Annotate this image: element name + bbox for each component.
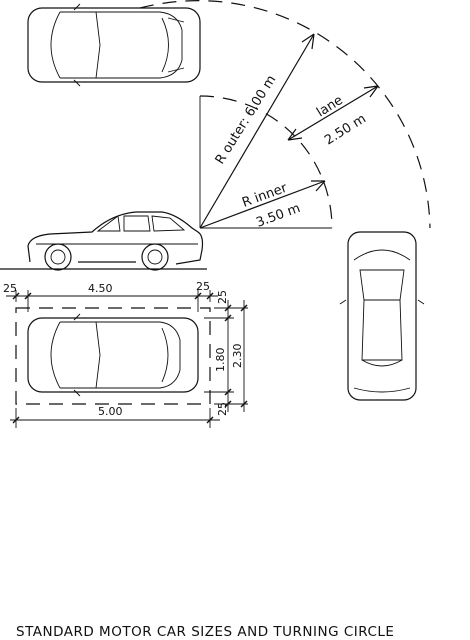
car-side-view [27, 211, 204, 271]
dim-bottom-offset: 25 [216, 402, 229, 416]
inner-radius-arc [199, 95, 333, 229]
dim-vertical [204, 300, 248, 412]
outer-radius-label: R outer: 6.00 m [213, 73, 280, 167]
car-plan-right [339, 231, 425, 401]
parking-bay [15, 307, 211, 405]
lane-arrow [287, 85, 379, 141]
dim-car-width-label: 1.80 [214, 348, 227, 373]
lane-label-line2: 2.50 m [322, 111, 369, 148]
outer-radius-arrow [199, 33, 315, 229]
lane-label-line1: lane [314, 93, 346, 120]
dim-bay-length [10, 408, 220, 428]
dim-right-offset: 25 [196, 280, 210, 293]
dim-car-length-label: 4.50 [88, 282, 113, 295]
outer-radius-arc [139, 0, 431, 229]
dim-bay-length-label: 5.00 [98, 405, 123, 418]
turning-circle [139, 0, 431, 229]
dim-left-offset: 25 [3, 282, 17, 295]
dim-car-length [6, 290, 218, 312]
dim-top-offset: 25 [216, 290, 229, 304]
inner-radius-arrow [199, 180, 326, 229]
bay-outline [15, 307, 211, 405]
car-plan-top-left [27, 3, 201, 87]
dim-bay-width-label: 2.30 [231, 344, 244, 369]
diagram-title: STANDARD MOTOR CAR SIZES AND TURNING CIR… [16, 624, 394, 640]
